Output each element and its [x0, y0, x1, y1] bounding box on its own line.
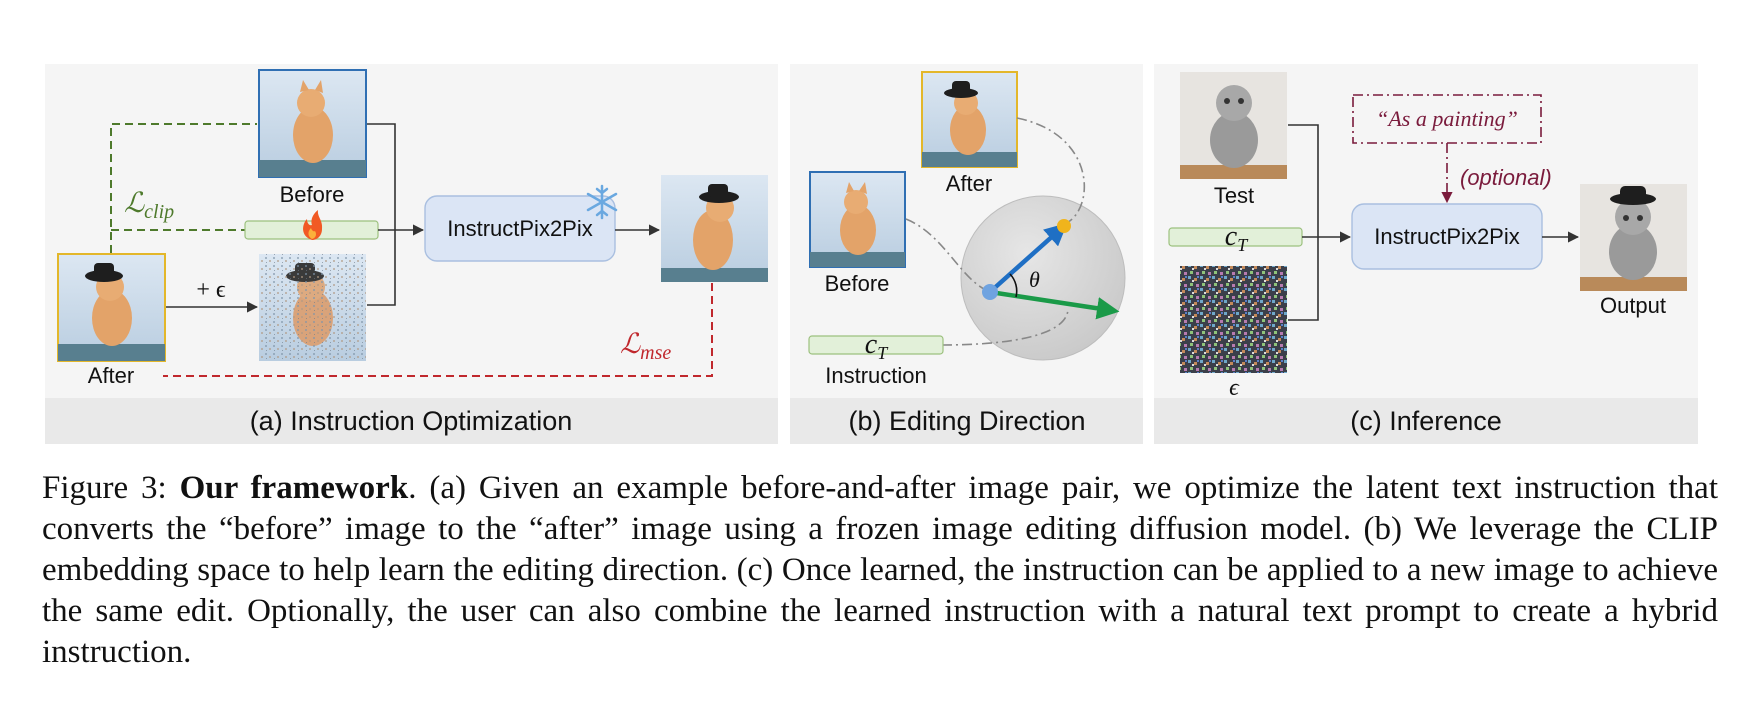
theta-label: θ [1029, 267, 1040, 292]
inference-inputs-bracket [1288, 124, 1319, 321]
before-connector [905, 218, 991, 293]
test-image [1180, 72, 1287, 179]
instruction-label: Instruction [825, 363, 927, 388]
ct-label-b: cT [865, 329, 889, 363]
before-point [982, 284, 998, 300]
panel-c: (c) Inference Test cT ϵ “As a painting” … [1154, 64, 1698, 444]
theta-arc [1009, 273, 1018, 298]
panel-b: (b) Editing Direction After Before [790, 64, 1143, 444]
clip-embedding-sphere [960, 195, 1126, 361]
output-label: Output [1600, 293, 1666, 318]
output-image-a [661, 175, 768, 282]
epsilon-label: ϵ [1229, 375, 1240, 401]
after-label: After [88, 363, 134, 388]
before-image-b [809, 171, 906, 268]
caption-body: . (a) Given an example before-and-after … [42, 470, 1718, 670]
after-label-b: After [946, 171, 992, 196]
after-connector [1016, 117, 1086, 226]
edit-direction-vector [988, 223, 1068, 294]
noisy-after-image [259, 254, 366, 361]
fire-icon [303, 210, 323, 240]
optional-label: (optional) [1460, 165, 1552, 190]
instruction-vector [989, 289, 1120, 320]
panel-a-caption-bar [45, 398, 778, 444]
noise-label: + ϵ [196, 277, 226, 303]
ct-token-b [808, 335, 944, 355]
panel-a-background [45, 64, 778, 444]
model-label-c: InstructPix2Pix [1374, 224, 1520, 249]
panel-a-caption: (a) Instruction Optimization [250, 406, 573, 436]
before-image [258, 69, 367, 178]
inputs-bracket [367, 123, 396, 306]
before-label: Before [280, 182, 345, 207]
panel-c-caption-bar [1154, 398, 1698, 444]
after-image-b [921, 71, 1018, 168]
after-point [1057, 219, 1071, 233]
mse-loss-label: ℒmse [620, 329, 671, 364]
model-box-a [424, 195, 616, 262]
framework-figure: (a) Instruction Optimization Before Afte… [45, 64, 1698, 444]
instruction-connector [941, 309, 1069, 346]
noise-image [1180, 266, 1287, 373]
test-label: Test [1214, 183, 1254, 208]
panel-c-caption: (c) Inference [1350, 406, 1502, 436]
model-label-a: InstructPix2Pix [447, 216, 593, 241]
caption-bold: Our framework [179, 470, 409, 506]
output-image-c [1580, 184, 1687, 291]
figure-caption: Figure 3: Our framework. (a) Given an ex… [42, 468, 1718, 673]
after-image [57, 253, 166, 362]
ct-label-c: cT [1225, 221, 1249, 255]
clip-loss-label: ℒclip [124, 188, 174, 223]
panel-b-caption: (b) Editing Direction [848, 406, 1085, 436]
caption-prefix: Figure 3: [42, 470, 180, 506]
before-label-b: Before [825, 271, 890, 296]
mse-loss-path [163, 283, 713, 377]
snowflake-icon [586, 184, 618, 220]
text-prompt: “As a painting” [1376, 106, 1518, 131]
panel-b-caption-bar [790, 398, 1143, 444]
panel-a: (a) Instruction Optimization Before Afte… [45, 64, 778, 444]
clip-loss-path [110, 123, 257, 253]
